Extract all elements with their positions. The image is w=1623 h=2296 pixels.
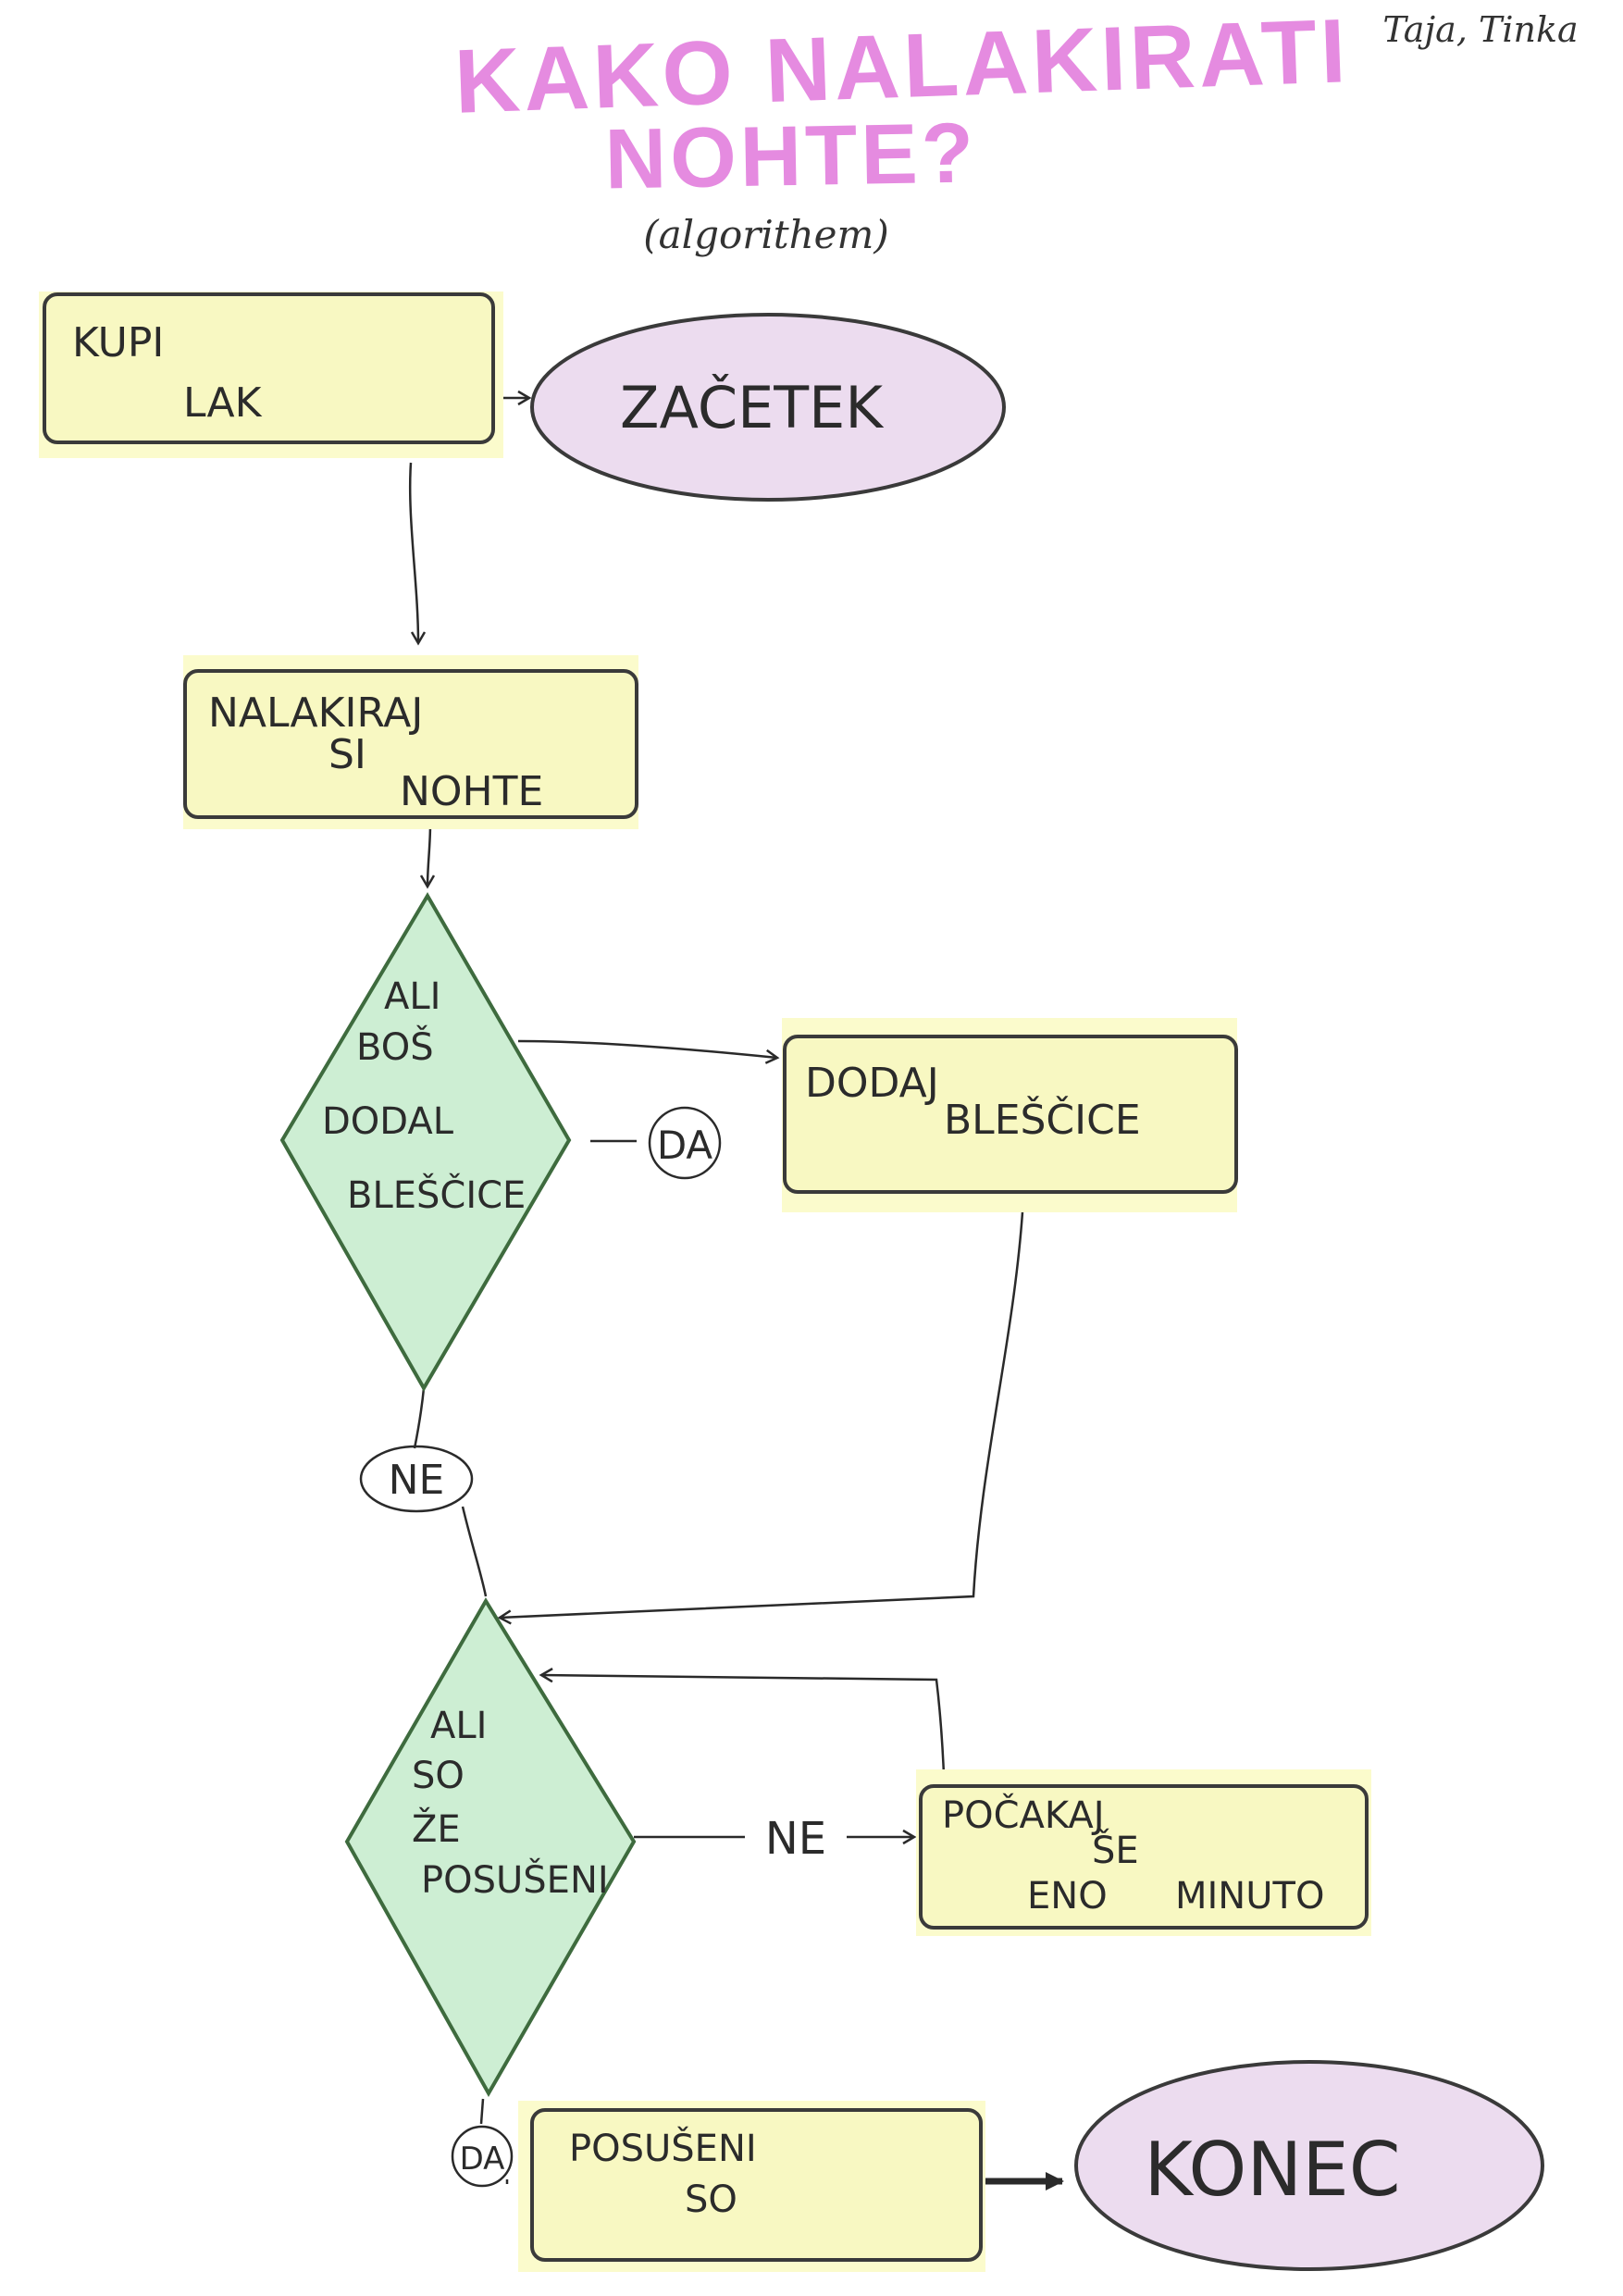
d1-yes-text: DA <box>657 1123 713 1168</box>
edge-kupi-to-nalakiraj <box>408 462 427 646</box>
decision2-line-4: POSUŠENI <box>421 1857 609 1902</box>
end-shape <box>1074 2060 1544 2271</box>
start-oval: ZAČETEK <box>530 313 1006 502</box>
d2-yes-text: DA <box>460 2141 505 2178</box>
process-kupi-lak: KUPI LAK <box>39 292 503 458</box>
end-oval: KONEC <box>1074 2060 1544 2271</box>
process-box <box>919 1784 1369 1930</box>
posuseni-line-1: POSUŠENI <box>569 2126 757 2170</box>
process-box <box>43 292 495 444</box>
process-počakaj: POČAKAJ ŠE ENO MINUTO <box>916 1769 1371 1936</box>
decision2-line-1: ALI <box>430 1705 487 1747</box>
start-shape <box>530 313 1006 502</box>
start-label: ZAČETEK <box>620 374 884 441</box>
decision2-line-3: ŽE <box>412 1806 461 1851</box>
decision-so-že-posušeni: ALI SO ŽE POSUŠENI <box>344 1597 637 2098</box>
process-nalakiraj: NALAKIRAJ SI NOHTE <box>183 655 638 829</box>
decision1-line-2: BOŠ <box>356 1024 434 1069</box>
decision1-line-1: ALI <box>384 975 440 1018</box>
process-box <box>183 669 638 819</box>
edge-label-d2-no: NE <box>765 1813 826 1865</box>
pocakaj-line-1: POČAKAJ <box>942 1793 1105 1837</box>
edge-label-d2-yes: DA <box>451 2125 514 2188</box>
process-box <box>530 2108 983 2262</box>
decision1-line-4: BLEŠČICE <box>347 1173 526 1217</box>
pocakaj-line-4: MINUTO <box>1175 1875 1324 1917</box>
process-posušeni-so: POSUŠENI SO <box>518 2101 985 2272</box>
kupi-lak-line-1: KUPI <box>72 319 164 366</box>
process-box <box>783 1035 1238 1194</box>
decision-boš-dodal-bleščice: ALI BOŠ DODAL BLEŠČICE <box>279 892 572 1392</box>
edge-decision1-to-dodaj <box>517 1039 780 1064</box>
edge-dodaj-to-decision2 <box>497 1211 1024 1625</box>
pocakaj-line-3: ENO <box>1027 1875 1108 1917</box>
dodaj-line-2: BLEŠČICE <box>944 1095 1141 1144</box>
edge-no-to-decision2 <box>461 1506 488 1597</box>
nalakiraj-line-3: NOHTE <box>400 768 543 815</box>
edge-nalakiraj-to-decision1 <box>419 823 436 889</box>
kupi-lak-line-2: LAK <box>183 379 263 427</box>
edge-decision1-no-down <box>413 1387 426 1449</box>
decision-shape <box>279 892 572 1392</box>
label-ring <box>648 1106 722 1180</box>
decision-shape <box>344 1597 637 2098</box>
edge-pocakaj-to-decision2 <box>539 1668 946 1776</box>
decision2-line-2: SO <box>412 1755 465 1797</box>
nalakiraj-line-1: NALAKIRAJ <box>208 689 423 737</box>
d1-no-text: NE <box>389 1457 445 1504</box>
end-label: KONEC <box>1144 2127 1400 2213</box>
edge-decision2-da-down <box>479 2098 485 2125</box>
edge-label-d1-no: NE <box>359 1445 474 1513</box>
decision1-line-3: DODAL <box>322 1100 454 1143</box>
label-ring <box>359 1445 474 1513</box>
pocakaj-line-2: ŠE <box>1092 1828 1139 1872</box>
title-line-2: NOHTE? <box>604 105 978 206</box>
nalakiraj-line-2: SI <box>328 731 366 778</box>
authors: Taja, Tinka <box>1382 9 1578 50</box>
edge-label-d1-yes: DA <box>648 1106 722 1180</box>
posuseni-line-2: SO <box>685 2178 737 2221</box>
label-ring <box>451 2125 514 2188</box>
process-dodaj-bleščice: DODAJ BLEŠČICE <box>782 1018 1238 1212</box>
subtitle: (algorithem) <box>643 212 889 257</box>
dodaj-line-1: DODAJ <box>805 1060 939 1107</box>
